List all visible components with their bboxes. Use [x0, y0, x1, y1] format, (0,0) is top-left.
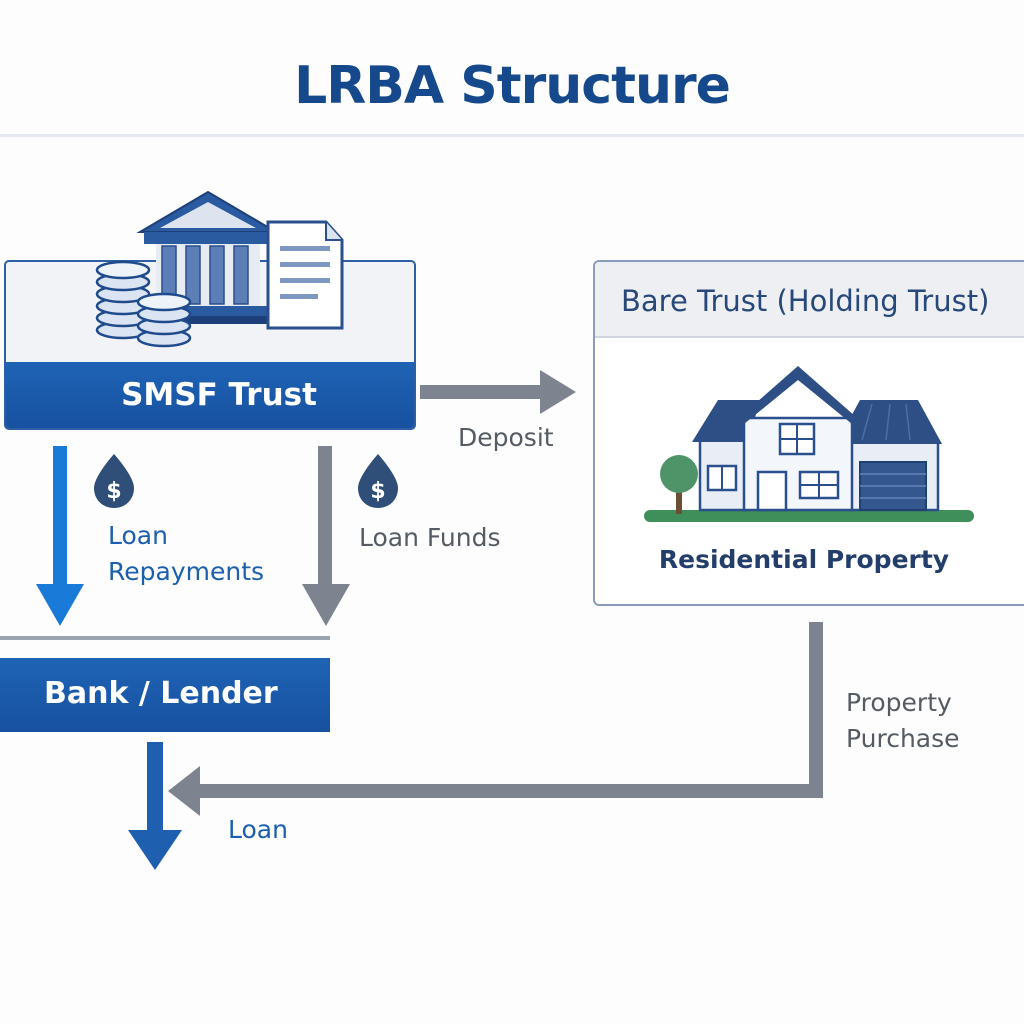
- deposit-label: Deposit: [458, 423, 554, 452]
- bank-lender-top-rule: [0, 636, 330, 640]
- dollar-drop-icon: $: [358, 454, 398, 508]
- bank-lender-label: Bank / Lender: [44, 676, 278, 711]
- property-purchase-arrow: [168, 622, 823, 816]
- loan-repayments-label-line1: Loan: [108, 521, 168, 550]
- dollar-drop-icon: $: [94, 454, 134, 508]
- smsf-trust-illustration: [95, 190, 344, 348]
- property-purchase-label-line2: Purchase: [846, 724, 960, 753]
- loan-arrow: [128, 742, 182, 870]
- lawn: [644, 510, 974, 522]
- smsf-trust-band: SMSF Trust: [6, 362, 414, 428]
- page-title: LRBA Structure: [294, 56, 731, 116]
- bank-building-icon: [136, 190, 280, 324]
- residential-property-illustration: [644, 366, 974, 522]
- title-divider: [0, 134, 1024, 137]
- svg-text:$: $: [106, 479, 121, 504]
- loan-funds-label: Loan Funds: [359, 523, 501, 552]
- loan-repayments-label-line2: Repayments: [108, 557, 265, 586]
- coin-stack-icon: [95, 260, 192, 348]
- bank-lender-node: [0, 658, 330, 732]
- residential-property-label: Residential Property: [658, 545, 950, 574]
- house-icon: [692, 366, 942, 512]
- tree-icon: [660, 455, 698, 514]
- deposit-arrow: [420, 370, 576, 414]
- document-icon: [266, 220, 344, 330]
- svg-text:$: $: [370, 479, 385, 504]
- bare-trust-label: Bare Trust (Holding Trust): [621, 284, 990, 318]
- smsf-trust-label: SMSF Trust: [121, 377, 317, 413]
- loan-funds-arrow: [302, 446, 350, 626]
- loan-repayments-arrow: [36, 446, 84, 626]
- property-purchase-label-line1: Property: [846, 688, 952, 717]
- bare-trust-header: Bare Trust (Holding Trust): [595, 262, 1024, 338]
- loan-label: Loan: [228, 815, 288, 844]
